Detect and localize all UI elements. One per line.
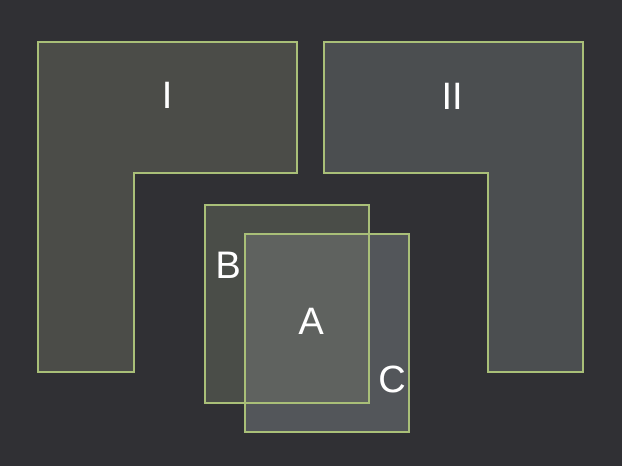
rectangle-c-outline bbox=[244, 233, 410, 433]
l-shape-i bbox=[37, 41, 298, 373]
label-a: A bbox=[298, 301, 324, 343]
label-b: B bbox=[215, 245, 240, 287]
label-c: C bbox=[378, 359, 405, 401]
overlap-region-a bbox=[245, 234, 369, 403]
label-ii: II bbox=[441, 76, 462, 118]
l-shape-ii bbox=[323, 41, 584, 373]
label-i: I bbox=[162, 75, 173, 117]
rectangle-b-outline bbox=[204, 204, 370, 404]
